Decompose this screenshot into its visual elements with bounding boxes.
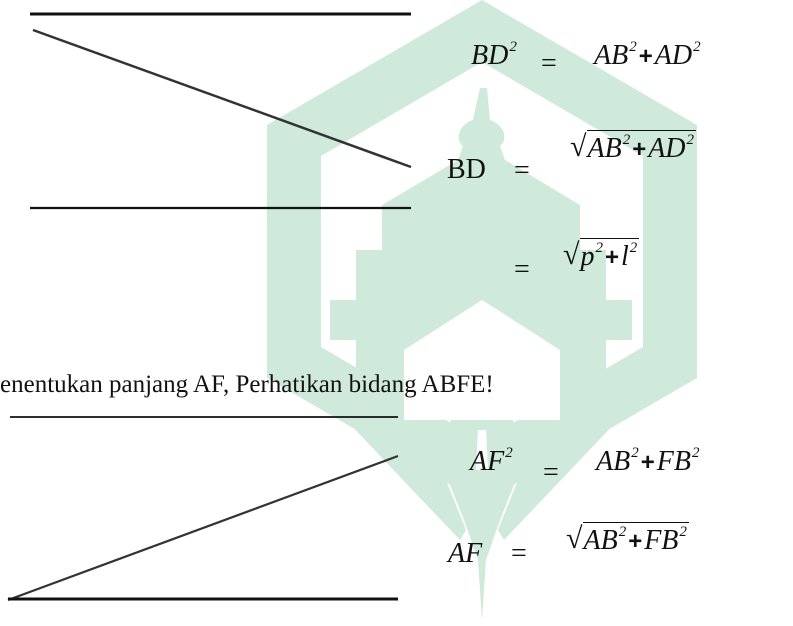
eq1-rhs: AB2+AD2 bbox=[594, 39, 701, 71]
instruction-text: enentukan panjang AF, Perhatikan bidang … bbox=[0, 371, 494, 398]
eq5-lhs: AF bbox=[448, 538, 483, 569]
figure2-diagonal-af bbox=[7, 454, 399, 602]
eq4-lhs: AF2 bbox=[470, 445, 513, 477]
eq2-rhs-sqrt: √ AB2+AD2 bbox=[570, 130, 697, 164]
eq3-equals: = bbox=[514, 254, 530, 285]
eq2-lhs: BD bbox=[447, 154, 486, 185]
eq1-equals: = bbox=[541, 48, 557, 79]
eq4-rhs: AB2+FB2 bbox=[596, 445, 700, 477]
figure1-diagram bbox=[30, 12, 412, 210]
eq5-equals: = bbox=[511, 538, 527, 569]
figure2-diagram bbox=[7, 416, 399, 602]
eq4-equals: = bbox=[543, 457, 559, 488]
eq2-equals: = bbox=[514, 155, 530, 186]
eq5-rhs-sqrt: √ AB2+FB2 bbox=[566, 522, 689, 556]
figure1-diagonal-bd bbox=[32, 28, 412, 169]
eq3-rhs-sqrt: √ p2+l2 bbox=[563, 238, 640, 272]
eq1-lhs: BD2 bbox=[471, 39, 517, 71]
